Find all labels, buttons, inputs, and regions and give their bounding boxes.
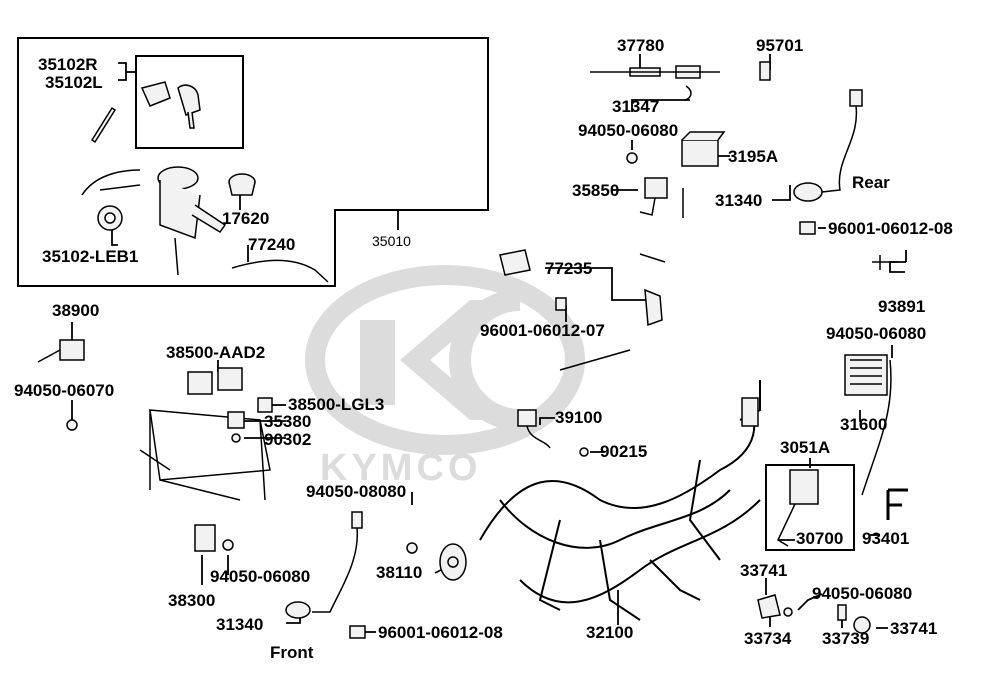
part-label-94050-06080-left: 94050-06080 [210, 567, 311, 586]
rear-label: Rear [852, 173, 890, 192]
inset-box-35010 [17, 37, 489, 287]
part-label-94050-06080-right: 94050-06080 [826, 324, 927, 343]
leader-lines [71, 54, 907, 633]
fuse-box-part [741, 397, 759, 427]
part-label-94050-06080-top: 94050-06080 [578, 121, 679, 140]
bracket-part-77235 [499, 249, 531, 276]
part-label-94050-06080-bottom: 94050-06080 [812, 584, 913, 603]
key-cable-part [81, 169, 141, 196]
part-label-77235: 77235 [545, 259, 593, 278]
part-label-90302: 90302 [264, 430, 312, 449]
cable-part-middle [559, 349, 631, 371]
part-label-35102R: 35102R [38, 55, 98, 74]
bolt-part-90302 [231, 433, 241, 443]
part-label-38900: 38900 [52, 301, 100, 320]
connector-part-39100 [517, 409, 551, 449]
part-label-3051A: 3051A [780, 438, 831, 457]
front-label: Front [270, 643, 314, 662]
part-label-38110: 38110 [376, 563, 423, 582]
part-label-96001-06012-07: 96001-06012-07 [480, 321, 605, 340]
part-label-35380: 35380 [264, 412, 312, 431]
bolt-part-95701 [759, 61, 771, 81]
part-label-39100: 39100 [555, 408, 603, 427]
part-35380 [227, 411, 245, 429]
bolt-part-96001-a [799, 221, 816, 235]
bolt-part-93891 [872, 255, 898, 270]
part-label-31600: 31600 [840, 415, 888, 434]
lock-cover-part [140, 81, 201, 129]
bracket-part-right [644, 288, 663, 327]
part-33739 [837, 604, 847, 621]
part-label-38300: 38300 [168, 591, 216, 610]
part-33741-b [853, 616, 871, 634]
rod-part [90, 106, 117, 144]
part-label-31347: 31347 [612, 97, 660, 116]
key-cap-part-17620 [228, 173, 256, 196]
part-label-94050-08080: 94050-08080 [306, 482, 407, 501]
wire-part-93401-loop [861, 359, 892, 496]
inset-box-35102 [135, 55, 244, 149]
relay-part-38500-LGL3 [257, 397, 273, 413]
relay-part-3195A [681, 131, 726, 167]
part-label-38500-AAD2: 38500-AAD2 [166, 343, 266, 362]
sensor-part-31340-rear [793, 89, 863, 202]
bolt-part-94050-d [783, 607, 793, 617]
bolt-part-96001-07 [555, 297, 567, 311]
bolt-part-90215 [579, 447, 589, 457]
part-label-33741-top: 33741 [740, 561, 788, 580]
bolt-part-94050-06070 [66, 419, 78, 431]
part-label-33741-bottom: 33741 [890, 619, 938, 638]
switch-part-35850 [639, 177, 668, 216]
kymco-watermark-logo [305, 265, 585, 455]
bolt-part-94050-08080 [406, 542, 418, 554]
part-label-35850: 35850 [572, 181, 620, 200]
part-label-17620: 17620 [222, 209, 270, 228]
connector-part-38900 [37, 339, 85, 363]
part-label-94050-06070: 94050-06070 [14, 381, 115, 400]
part-label-77240: 77240 [248, 235, 296, 254]
horn-part-38110 [439, 543, 467, 581]
part-label-96001-06012-08-rear: 96001-06012-08 [828, 219, 953, 238]
bracket-part-93401 [886, 488, 908, 520]
part-label-37780: 37780 [617, 36, 665, 55]
bolt-part-94050-c [222, 539, 234, 551]
washer-hole [104, 212, 116, 224]
part-label-33739: 33739 [822, 629, 870, 648]
part-label-35102L: 35102L [45, 73, 103, 92]
bolt-part-94050-a [626, 152, 638, 164]
ignition-coil-part-3051A [777, 469, 819, 547]
ignition-switch-part [157, 166, 227, 276]
part-label-96001-06012-08-front: 96001-06012-08 [378, 623, 503, 642]
part-label-95701: 95701 [756, 36, 804, 55]
part-label-30700: 30700 [796, 529, 844, 548]
regulator-part-31600 [844, 354, 888, 396]
part-label-31340-front: 31340 [216, 615, 264, 634]
sensor-part-31340-front [285, 511, 363, 619]
part-label-35010: 35010 [372, 233, 411, 249]
clip-part-31347 [683, 85, 692, 101]
frame-part [139, 409, 271, 501]
part-label-3195A: 3195A [728, 147, 779, 166]
part-label-90215: 90215 [600, 442, 648, 461]
arrow-right [639, 253, 666, 263]
bolt-part-96001-b [349, 625, 366, 639]
bracket-part-33734 [757, 594, 781, 619]
part-label-32100: 32100 [586, 623, 634, 642]
wiring-harness-32100 [479, 380, 761, 621]
part-label-33734: 33734 [744, 629, 792, 648]
battery-part-38300 [194, 524, 216, 552]
kymco-watermark-text: KYMCO [320, 447, 482, 489]
cable-part-37780 [590, 65, 720, 79]
relay-part-38500-AAD2 [187, 367, 243, 395]
part-label-31340-rear: 31340 [715, 191, 763, 210]
part-label-35102-LEB1: 35102-LEB1 [42, 247, 139, 266]
part-label-93891: 93891 [878, 297, 926, 316]
part-label-38500-LGL3: 38500-LGL3 [288, 395, 385, 414]
cable-part-77240 [231, 259, 329, 283]
part-label-93401: 93401 [862, 529, 910, 548]
